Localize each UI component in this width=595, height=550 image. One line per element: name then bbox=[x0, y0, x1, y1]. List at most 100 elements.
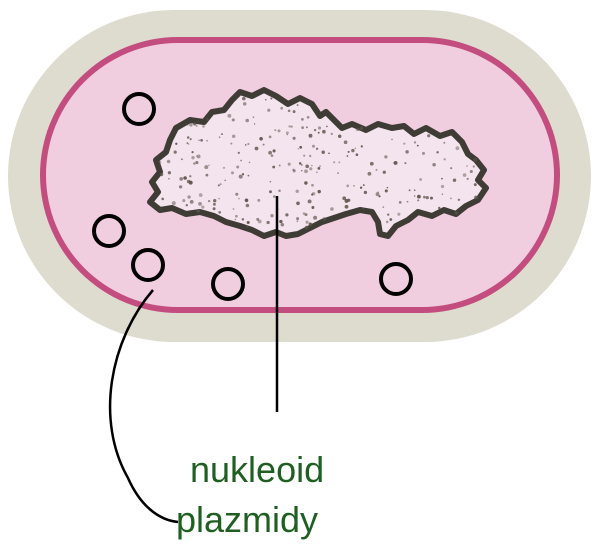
dna-speck bbox=[277, 129, 280, 132]
dna-speck bbox=[281, 223, 284, 226]
dna-speck bbox=[280, 107, 283, 110]
dna-speck bbox=[235, 193, 238, 196]
dna-speck bbox=[297, 104, 299, 106]
dna-speck bbox=[249, 162, 251, 164]
dna-speck bbox=[232, 118, 235, 121]
dna-speck bbox=[235, 219, 237, 221]
dna-speck bbox=[247, 143, 249, 145]
dna-speck bbox=[218, 184, 220, 186]
dna-speck bbox=[389, 218, 392, 221]
dna-speck bbox=[259, 137, 263, 141]
dna-speck bbox=[296, 217, 299, 220]
dna-speck bbox=[208, 165, 209, 166]
dna-speck bbox=[387, 187, 389, 189]
dna-speck bbox=[208, 200, 210, 202]
dna-speck bbox=[299, 162, 302, 165]
dna-speck bbox=[404, 162, 406, 164]
dna-speck bbox=[193, 122, 196, 125]
dna-speck bbox=[417, 199, 419, 201]
dna-speck bbox=[360, 187, 362, 189]
dna-speck bbox=[450, 167, 452, 169]
dna-speck bbox=[191, 151, 193, 153]
dna-speck bbox=[337, 172, 339, 174]
dna-speck bbox=[187, 142, 189, 144]
dna-speck bbox=[346, 185, 349, 188]
dna-speck bbox=[426, 196, 429, 199]
dna-speck bbox=[306, 126, 308, 128]
dna-speck bbox=[288, 163, 291, 166]
dna-speck bbox=[394, 161, 398, 165]
dna-speck bbox=[187, 195, 190, 198]
dna-speck bbox=[385, 189, 388, 192]
dna-speck bbox=[265, 99, 267, 101]
dna-speck bbox=[223, 167, 225, 169]
dna-speck bbox=[187, 124, 189, 126]
dna-speck bbox=[243, 102, 246, 105]
dna-speck bbox=[467, 178, 469, 180]
dna-speck bbox=[190, 138, 192, 140]
dna-speck bbox=[168, 171, 171, 174]
dna-speck bbox=[296, 201, 300, 205]
dna-speck bbox=[331, 133, 333, 135]
dna-speck bbox=[318, 126, 321, 129]
dna-speck bbox=[296, 220, 298, 222]
dna-speck bbox=[246, 204, 250, 208]
dna-speck bbox=[299, 146, 302, 149]
dna-speck bbox=[193, 162, 196, 165]
dna-speck bbox=[361, 145, 363, 147]
dna-speck bbox=[245, 198, 249, 202]
dna-speck bbox=[200, 139, 203, 142]
dna-speck bbox=[206, 174, 209, 177]
dna-speck bbox=[245, 144, 247, 146]
dna-speck bbox=[279, 164, 281, 166]
dna-speck bbox=[442, 193, 444, 195]
dna-speck bbox=[458, 199, 460, 201]
dna-speck bbox=[198, 140, 200, 142]
dna-speck bbox=[219, 137, 220, 138]
dna-speck bbox=[230, 143, 232, 145]
dna-speck bbox=[318, 167, 321, 170]
dna-speck bbox=[383, 171, 386, 174]
dna-speck bbox=[161, 198, 164, 201]
dna-speck bbox=[187, 180, 191, 184]
dna-speck bbox=[450, 198, 452, 200]
dna-speck bbox=[441, 185, 444, 188]
dna-speck bbox=[266, 221, 269, 224]
dna-speck bbox=[312, 145, 315, 148]
dna-speck bbox=[344, 140, 348, 144]
dna-speck bbox=[270, 97, 272, 99]
dna-speck bbox=[160, 173, 163, 176]
dna-speck bbox=[273, 149, 276, 152]
dna-speck bbox=[436, 151, 438, 153]
dna-speck bbox=[314, 129, 316, 131]
dna-speck bbox=[364, 191, 367, 194]
dna-speck bbox=[286, 131, 289, 134]
dna-speck bbox=[207, 119, 209, 121]
dna-speck bbox=[303, 212, 306, 215]
dna-speck bbox=[285, 213, 288, 216]
dna-speck bbox=[279, 220, 282, 223]
dna-speck bbox=[427, 134, 430, 137]
dna-speck bbox=[466, 165, 468, 167]
dna-speck bbox=[443, 142, 445, 144]
dna-speck bbox=[267, 109, 270, 112]
dna-speck bbox=[444, 158, 446, 160]
dna-speck bbox=[254, 123, 255, 124]
dna-speck bbox=[213, 203, 216, 206]
dna-speck bbox=[321, 150, 324, 153]
dna-speck bbox=[417, 145, 419, 147]
dna-speck bbox=[463, 173, 467, 177]
dna-speck bbox=[255, 147, 259, 151]
dna-speck bbox=[376, 192, 380, 196]
dna-speck bbox=[414, 189, 416, 191]
dna-speck bbox=[356, 153, 359, 156]
dna-speck bbox=[187, 136, 190, 139]
dna-speck bbox=[301, 164, 303, 166]
dna-speck bbox=[248, 175, 250, 177]
dna-speck bbox=[235, 215, 238, 218]
dna-speck bbox=[326, 126, 328, 128]
dna-speck bbox=[181, 158, 183, 160]
dna-speck bbox=[292, 169, 294, 171]
dna-speck bbox=[353, 185, 355, 187]
dna-speck bbox=[311, 206, 314, 209]
